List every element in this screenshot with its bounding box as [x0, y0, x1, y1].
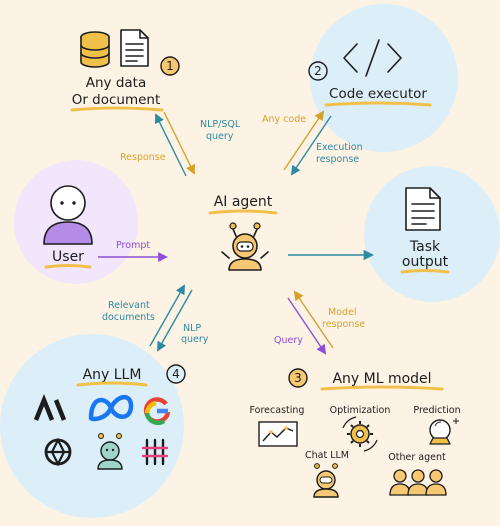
llm-badge-number: 4 — [172, 367, 180, 381]
any-ml-model-label: Any ML model — [332, 371, 431, 387]
optimization-gear-icon — [342, 416, 378, 452]
data-badge: 1 — [160, 56, 180, 76]
code-executor-label: Code executor — [329, 86, 427, 102]
chat-llm-robot-icon — [313, 463, 339, 498]
arrow-nlp-query — [157, 289, 193, 352]
any-code-label: Any code — [262, 114, 306, 125]
forecasting-label: Forecasting — [250, 405, 305, 416]
code-brackets-icon — [343, 39, 402, 77]
chat-llm-label: Chat LLM — [305, 450, 349, 461]
llm-underline — [76, 381, 148, 387]
query-label: Query — [274, 335, 303, 346]
llm-blob — [0, 334, 184, 518]
ml-area — [220, 364, 496, 526]
data-label-line1: Any data — [86, 75, 146, 91]
document-icon — [120, 29, 149, 67]
model-response-label-line1: Model — [328, 307, 357, 318]
arrow-query — [287, 297, 327, 355]
nlp-sql-query-label-line2: query — [206, 131, 234, 142]
anthropic-logo-icon — [33, 393, 67, 421]
nlp-sql-query-label-line1: NLP/SQL — [200, 119, 241, 130]
data-underline — [70, 106, 164, 112]
task-output-blob — [364, 166, 500, 302]
meta-logo-icon — [88, 395, 134, 422]
execution-response-label-line1: Execution — [316, 142, 363, 153]
relevant-documents-label-line1: Relevant — [108, 300, 150, 311]
nlp-query-label-line1: NLP — [183, 323, 201, 334]
prompt-label: Prompt — [116, 240, 150, 251]
arrow-model-response — [293, 290, 334, 349]
nlp-query-label-line2: query — [181, 334, 209, 345]
code-badge-number: 2 — [314, 64, 322, 78]
prediction-crystal-ball-icon — [429, 418, 459, 445]
user-label: User — [52, 249, 84, 265]
task-output-label-line2: output — [402, 254, 449, 270]
code-underline — [324, 101, 432, 107]
agent-underline — [208, 209, 278, 215]
arrow-response — [163, 111, 195, 175]
response-label: Response — [120, 152, 166, 163]
code-badge: 2 — [308, 61, 328, 81]
google-logo-icon — [143, 397, 171, 426]
ml-badge-number: 3 — [294, 371, 302, 385]
ml-badge: 3 — [288, 368, 308, 388]
robot-logo-icon — [97, 433, 123, 470]
user-underline — [44, 264, 92, 269]
user-icon — [43, 185, 93, 245]
execution-response-label-line2: response — [316, 154, 359, 165]
database-icon — [80, 31, 110, 68]
robot-agent-icon — [221, 222, 269, 271]
code-executor-blob — [310, 4, 458, 152]
arrow-relevant-documents — [149, 284, 185, 347]
perplexity-logo-icon — [141, 438, 169, 466]
arrow-any-code — [283, 110, 325, 171]
model-response-label-line2: response — [322, 319, 365, 330]
other-agent-group-icon — [389, 469, 447, 496]
other-agent-label: Other agent — [388, 452, 446, 463]
any-llm-label: Any LLM — [83, 367, 142, 383]
data-label-line2: Or document — [72, 92, 161, 108]
task-output-underline — [400, 269, 450, 274]
task-document-icon — [405, 187, 441, 231]
ai-agent-label: AI agent — [214, 194, 273, 210]
task-output-label-line1: Task — [409, 239, 441, 255]
ml-underline — [320, 385, 444, 391]
forecasting-chart-icon — [258, 421, 298, 447]
data-badge-number: 1 — [166, 59, 174, 73]
optimization-label: Optimization — [330, 405, 391, 416]
arrow-nlp-sql-query — [155, 113, 187, 177]
prediction-label: Prediction — [413, 405, 460, 416]
relevant-documents-label-line2: documents — [102, 312, 155, 323]
arrow-execution-response — [290, 115, 332, 176]
openai-logo-icon — [44, 437, 72, 467]
llm-badge: 4 — [166, 364, 186, 384]
